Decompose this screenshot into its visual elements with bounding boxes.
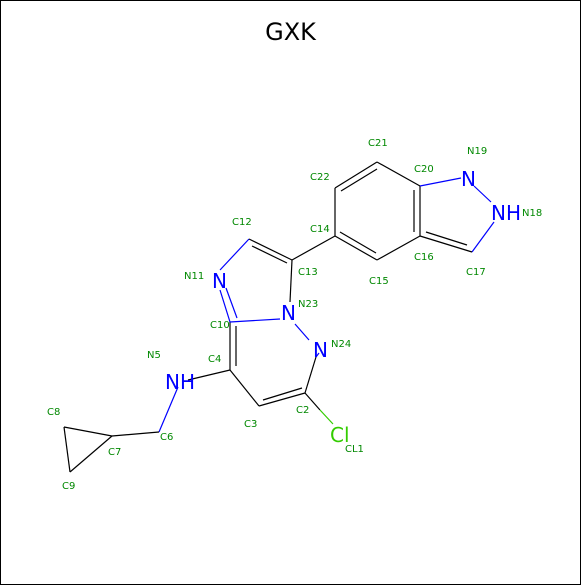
symbol-n24: N xyxy=(313,338,328,362)
symbol-n23: N xyxy=(281,301,296,325)
label-c22: C22 xyxy=(310,172,330,183)
label-c9: C9 xyxy=(62,481,75,492)
bond-c22-c21 xyxy=(334,161,378,189)
bond-c12-c13 xyxy=(248,238,293,261)
label-n18: N18 xyxy=(522,208,542,219)
symbol-cl: Cl xyxy=(330,423,350,447)
bond-c16-c15 xyxy=(376,235,421,261)
bond-n11-c12 xyxy=(219,238,250,271)
label-cl1: CL1 xyxy=(345,444,364,455)
label-c3: C3 xyxy=(244,419,257,430)
bond-c13-n23 xyxy=(289,259,293,303)
label-c7: C7 xyxy=(108,447,121,458)
bond-c10-n11-double xyxy=(225,287,238,319)
label-c10: C10 xyxy=(210,320,230,331)
bond-c20-n19 xyxy=(419,177,462,187)
label-c17: C17 xyxy=(466,267,486,278)
bond-c3-c2-double xyxy=(262,387,303,401)
bond-c2-cl-green xyxy=(319,409,334,425)
molecule-title: GXK xyxy=(265,18,316,46)
bond-n24-n23 xyxy=(294,323,310,341)
atom-labels: C21 N19 C20 C22 N18 C12 C14 N11 C13 C16 … xyxy=(47,138,542,492)
label-n24: N24 xyxy=(331,339,351,350)
bond-c12-c13-double xyxy=(251,245,288,264)
bond-c15-c14 xyxy=(334,235,378,261)
bond-c21-c20 xyxy=(376,161,421,187)
bond-c22-c21-double xyxy=(340,168,378,192)
bond-c2-n24 xyxy=(304,356,317,394)
bond-c17-c16-double xyxy=(425,231,468,246)
label-c20: C20 xyxy=(414,164,434,175)
symbol-n18: NH xyxy=(491,201,521,225)
bond-n23-c10 xyxy=(229,318,281,323)
symbol-n11: N xyxy=(212,269,227,293)
label-c8: C8 xyxy=(47,407,60,418)
bond-c4-c3 xyxy=(229,369,260,407)
bond-c15-c14-double xyxy=(339,231,377,254)
bond-n19-n18 xyxy=(473,185,492,203)
label-c13: C13 xyxy=(298,267,318,278)
label-n5: N5 xyxy=(147,350,161,361)
label-c15: C15 xyxy=(369,276,389,287)
bond-c17-c16 xyxy=(419,235,473,253)
label-c21: C21 xyxy=(368,138,388,149)
bond-c3-c2 xyxy=(258,392,306,407)
bond-c13-c14 xyxy=(291,235,336,261)
bond-c2-cl xyxy=(304,392,321,411)
label-c12: C12 xyxy=(232,217,252,228)
label-c4: C4 xyxy=(208,354,221,365)
bond-n24-stub xyxy=(315,352,320,358)
bond-c9-c7 xyxy=(69,435,113,473)
label-c2: C2 xyxy=(296,405,309,416)
bond-c7-c8 xyxy=(63,426,113,437)
bonds xyxy=(63,161,495,473)
bond-c10-n11 xyxy=(219,289,231,323)
bond-n18-c17 xyxy=(471,221,495,253)
bond-c4-n5 xyxy=(187,369,231,381)
label-c14: C14 xyxy=(310,224,330,235)
symbol-n5: NH xyxy=(165,370,195,394)
bond-c8-c9 xyxy=(63,426,71,473)
label-c16: C16 xyxy=(414,252,434,263)
label-n11: N11 xyxy=(184,271,204,282)
label-c6: C6 xyxy=(160,432,173,443)
bond-c6-c7 xyxy=(111,431,160,437)
symbol-n19: N xyxy=(461,167,476,191)
label-n19: N19 xyxy=(467,146,487,157)
element-symbols: N NH N N N NH Cl xyxy=(165,167,521,447)
bond-n5-c6 xyxy=(158,386,179,433)
label-n23: N23 xyxy=(298,299,318,310)
